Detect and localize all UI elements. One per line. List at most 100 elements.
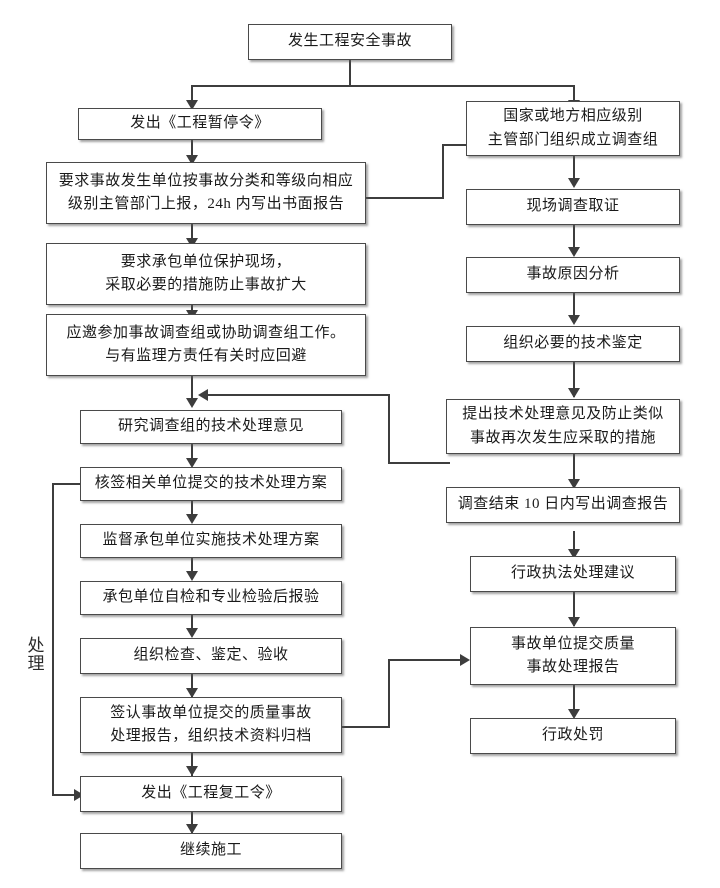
connector-bus-right-down [573, 85, 575, 102]
arrow-into-l1 [186, 100, 198, 110]
node-l2-report-requirement[interactable]: 要求事故发生单位按事故分类和等级向相应 级别主管部门上报，24h 内写出书面报告 [46, 162, 366, 224]
connector-r8-r9 [573, 685, 575, 717]
node-l11-label: 发出《工程复工令》 [141, 785, 281, 802]
connector-l11-l12 [191, 811, 193, 833]
arrow-into-l8 [186, 571, 198, 581]
node-l6-label: 核签相关单位提交的技术处理方案 [94, 475, 328, 492]
node-r3-label: 事故原因分析 [526, 266, 620, 283]
arrow-into-r6 [568, 479, 580, 489]
connector-l2-l3 [191, 223, 193, 241]
node-r8-label: 事故单位提交质量 事故处理报告 [510, 635, 635, 675]
connector-l2-r1-v [442, 144, 444, 199]
node-l5-study-opinion[interactable]: 研究调查组的技术处理意见 [80, 410, 342, 444]
arrow-into-l6 [186, 458, 198, 468]
node-r6-label: 调查结束 10 日内写出调查报告 [457, 496, 669, 513]
connector-l2-r1-h2 [442, 144, 468, 146]
node-l9-label: 组织检查、鉴定、验收 [133, 647, 289, 664]
arrow-into-r8 [568, 617, 580, 627]
node-l10-label: 签认事故单位提交的质量事故 处理报告，组织技术资料归档 [110, 704, 312, 744]
node-l7-supervise-implementation[interactable]: 监督承包单位实施技术处理方案 [80, 524, 342, 558]
node-r4-technical-appraisal[interactable]: 组织必要的技术鉴定 [466, 326, 680, 362]
node-l12-continue-construction[interactable]: 继续施工 [80, 833, 342, 869]
arrow-into-l12 [186, 824, 198, 834]
arrow-into-l2 [186, 155, 198, 165]
connector-l10-l11 [191, 752, 193, 776]
node-l5-label: 研究调查组的技术处理意见 [117, 418, 304, 435]
connector-split-bus [191, 85, 575, 87]
node-start[interactable]: 发生工程安全事故 [248, 24, 452, 60]
node-r5-label: 提出技术处理意见及防止类似 事故再次发生应采取的措施 [462, 406, 664, 446]
node-l8-self-inspection[interactable]: 承包单位自检和专业检验后报验 [80, 581, 342, 615]
node-l11-resume-order[interactable]: 发出《工程复工令》 [80, 776, 342, 812]
node-l1-label: 发出《工程暂停令》 [130, 115, 270, 132]
connector-l4-l5 [191, 376, 193, 404]
connector-l1-l2 [191, 138, 193, 158]
connector-r7-r8 [573, 592, 575, 626]
connector-l2-r1-h1 [366, 197, 444, 199]
node-l4-join-investigation[interactable]: 应邀参加事故调查组或协助调查组工作。 与有监理方责任有关时应回避 [46, 314, 366, 376]
connector-l10-r8-h1 [340, 726, 390, 728]
connector-l6-l11-v [52, 483, 54, 796]
connector-r5-r6 [573, 453, 575, 486]
connector-l8-l9 [191, 614, 193, 636]
arrow-into-l11-side [74, 789, 84, 801]
node-r8-quality-report[interactable]: 事故单位提交质量 事故处理报告 [470, 627, 676, 685]
node-r5-technical-opinion[interactable]: 提出技术处理意见及防止类似 事故再次发生应采取的措施 [446, 399, 680, 454]
connector-l5-l6 [191, 443, 193, 465]
node-r2-site-investigation[interactable]: 现场调查取证 [466, 189, 680, 225]
arrow-into-l10 [186, 688, 198, 698]
node-l7-label: 监督承包单位实施技术处理方案 [102, 532, 320, 549]
connector-r6-r7 [573, 531, 575, 557]
arrow-into-r7 [568, 549, 580, 559]
connector-r2-r3 [573, 224, 575, 254]
side-label-handling: 处理 [18, 636, 43, 682]
arrow-into-l9 [186, 628, 198, 638]
node-l9-organize-acceptance[interactable]: 组织检查、鉴定、验收 [80, 638, 342, 674]
arrow-into-r9 [568, 709, 580, 719]
node-r7-enforcement-suggestion[interactable]: 行政执法处理建议 [470, 556, 676, 592]
arrow-into-r8-side [460, 654, 470, 666]
node-l10-sign-report[interactable]: 签认事故单位提交的质量事故 处理报告，组织技术资料归档 [80, 697, 342, 753]
node-start-label: 发生工程安全事故 [287, 33, 412, 50]
node-r1-investigation-group[interactable]: 国家或地方相应级别 主管部门组织成立调查组 [466, 101, 680, 156]
node-r4-label: 组织必要的技术鉴定 [503, 335, 643, 352]
connector-r5-l5-h2 [208, 394, 390, 396]
arrow-into-l7 [186, 514, 198, 524]
node-r7-label: 行政执法处理建议 [510, 565, 635, 582]
connector-r5-l5-h1 [388, 462, 450, 464]
node-l2-label: 要求事故发生单位按事故分类和等级向相应 级别主管部门上报，24h 内写出书面报告 [58, 172, 354, 212]
arrow-into-l5-side [198, 389, 208, 401]
node-r2-label: 现场调查取证 [526, 198, 620, 215]
connector-l6-l11-h2 [52, 794, 76, 796]
connector-r4-r5 [573, 361, 575, 397]
connector-l7-l8 [191, 557, 193, 579]
arrow-into-r3 [568, 247, 580, 257]
node-l8-label: 承包单位自检和专业检验后报验 [102, 589, 320, 606]
node-l3-protect-site[interactable]: 要求承包单位保护现场， 采取必要的措施防止事故扩大 [46, 243, 366, 305]
connector-bus-left-down [191, 85, 193, 102]
node-r9-label: 行政处罚 [541, 727, 604, 744]
connector-start-down [349, 59, 351, 87]
node-l6-countersign-plan[interactable]: 核签相关单位提交的技术处理方案 [80, 467, 342, 501]
node-l1-suspend-order[interactable]: 发出《工程暂停令》 [78, 108, 322, 140]
side-label-text: 处理 [24, 636, 44, 672]
node-r6-investigation-report[interactable]: 调查结束 10 日内写出调查报告 [446, 487, 680, 523]
node-l4-label: 应邀参加事故调查组或协助调查组工作。 与有监理方责任有关时应回避 [66, 324, 346, 364]
node-l12-label: 继续施工 [179, 842, 242, 859]
node-r1-label: 国家或地方相应级别 主管部门组织成立调查组 [487, 108, 659, 148]
connector-l10-r8-v [388, 659, 390, 728]
connector-r1-r2 [573, 155, 575, 185]
connector-l9-l10 [191, 673, 193, 697]
connector-r5-l5-v [388, 394, 390, 464]
connector-l6-l7 [191, 500, 193, 522]
node-l3-label: 要求承包单位保护现场， 采取必要的措施防止事故扩大 [105, 253, 307, 293]
node-r3-cause-analysis[interactable]: 事故原因分析 [466, 257, 680, 293]
arrow-into-l11 [186, 766, 198, 776]
arrow-into-r2 [568, 178, 580, 188]
arrow-into-r5 [568, 388, 580, 398]
connector-r3-r4 [573, 292, 575, 322]
connector-l10-r8-h2 [388, 659, 462, 661]
arrow-into-l5 [186, 398, 198, 408]
node-r9-administrative-penalty[interactable]: 行政处罚 [470, 718, 676, 754]
arrow-into-r4 [568, 315, 580, 325]
